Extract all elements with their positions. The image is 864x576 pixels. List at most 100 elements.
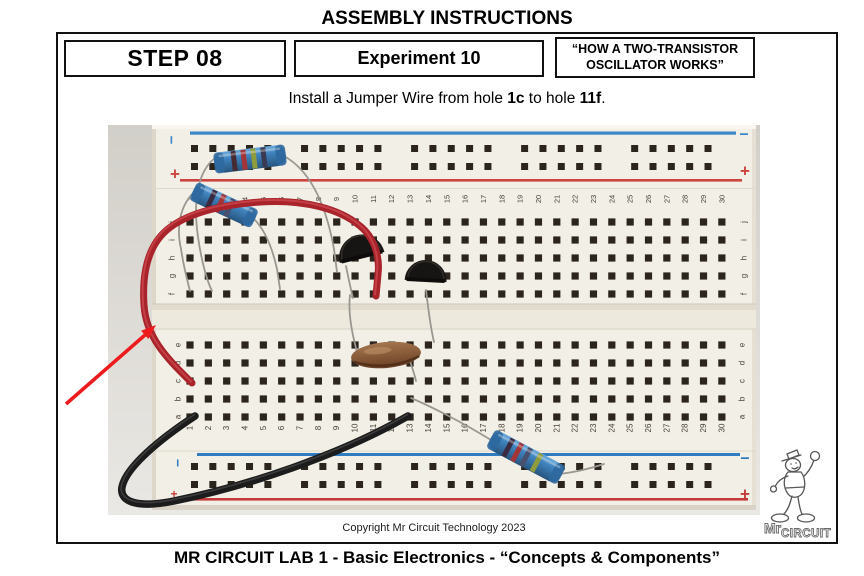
svg-text:+: + xyxy=(740,162,750,181)
svg-text:30: 30 xyxy=(717,195,726,203)
svg-text:18: 18 xyxy=(497,195,506,203)
svg-text:28: 28 xyxy=(681,423,690,432)
svg-text:f: f xyxy=(168,292,177,295)
svg-text:24: 24 xyxy=(607,195,616,203)
svg-text:−: − xyxy=(170,459,186,467)
footer-title: MR CIRCUIT LAB 1 - Basic Electronics - “… xyxy=(174,548,720,567)
svg-text:16: 16 xyxy=(461,423,470,432)
copyright-text: Copyright Mr Circuit Technology 2023 xyxy=(342,522,526,534)
svg-text:a: a xyxy=(738,414,747,419)
page-title: ASSEMBLY INSTRUCTIONS xyxy=(321,8,573,29)
breadboard-photo: −+−+−+−+11223344556677889910101111121213… xyxy=(108,125,760,515)
svg-text:9: 9 xyxy=(332,425,341,430)
svg-text:23: 23 xyxy=(589,423,598,432)
svg-text:26: 26 xyxy=(644,195,653,203)
svg-text:9: 9 xyxy=(332,197,341,201)
svg-text:−: − xyxy=(740,451,749,468)
svg-text:15: 15 xyxy=(442,195,451,203)
svg-text:27: 27 xyxy=(662,423,671,432)
svg-text:29: 29 xyxy=(699,423,708,432)
svg-text:18: 18 xyxy=(497,423,506,432)
svg-text:13: 13 xyxy=(406,195,415,203)
mascot-raised-arm xyxy=(801,459,815,479)
svg-text:+: + xyxy=(170,165,180,184)
svg-text:j: j xyxy=(740,221,749,224)
svg-text:3: 3 xyxy=(222,425,231,430)
svg-text:25: 25 xyxy=(626,195,635,203)
svg-text:25: 25 xyxy=(626,423,635,432)
svg-text:i: i xyxy=(168,239,177,241)
hole-to: 11f xyxy=(579,90,602,107)
svg-text:16: 16 xyxy=(461,195,470,203)
svg-text:4: 4 xyxy=(241,425,250,430)
svg-text:2: 2 xyxy=(204,425,213,430)
svg-text:8: 8 xyxy=(314,425,323,430)
svg-text:11: 11 xyxy=(369,423,378,432)
svg-text:12: 12 xyxy=(387,195,396,203)
svg-text:21: 21 xyxy=(552,195,561,203)
svg-text:23: 23 xyxy=(589,195,598,203)
svg-text:22: 22 xyxy=(571,195,580,203)
svg-text:10: 10 xyxy=(351,195,360,203)
svg-text:b: b xyxy=(738,396,747,401)
svg-text:i: i xyxy=(740,239,749,241)
svg-text:7: 7 xyxy=(296,197,305,201)
experiment-box: Experiment 10 xyxy=(294,40,544,77)
svg-text:24: 24 xyxy=(607,423,616,432)
svg-text:20: 20 xyxy=(534,423,543,432)
svg-text:10: 10 xyxy=(351,423,360,432)
svg-text:a: a xyxy=(174,414,183,419)
svg-text:h: h xyxy=(168,256,177,260)
svg-text:21: 21 xyxy=(552,423,561,432)
svg-text:c: c xyxy=(174,379,183,383)
svg-text:15: 15 xyxy=(442,423,451,432)
svg-text:29: 29 xyxy=(699,195,708,203)
topic-line2: OSCILLATOR WORKS” xyxy=(586,57,724,72)
svg-text:17: 17 xyxy=(479,195,488,203)
mascot-leg xyxy=(797,496,803,515)
mr-circuit-mascot: Mr CIRCUIT xyxy=(764,449,831,540)
svg-text:g: g xyxy=(740,274,749,278)
svg-text:h: h xyxy=(740,256,749,260)
experiment-topic-box: “HOW A TWO-TRANSISTOR OSCILLATOR WORKS” xyxy=(555,37,755,78)
mascot-left-arm xyxy=(774,475,789,488)
svg-text:14: 14 xyxy=(424,195,433,203)
svg-text:8: 8 xyxy=(314,197,323,201)
svg-text:19: 19 xyxy=(516,195,525,203)
svg-text:11: 11 xyxy=(369,195,378,203)
instruction-sheet-frame: STEP 08 Experiment 10 “HOW A TWO-TRANSIS… xyxy=(56,32,838,544)
svg-text:20: 20 xyxy=(534,195,543,203)
svg-text:d: d xyxy=(738,361,747,365)
svg-text:14: 14 xyxy=(424,423,433,432)
svg-text:6: 6 xyxy=(277,425,286,430)
mascot-head xyxy=(784,457,802,473)
svg-text:30: 30 xyxy=(717,423,726,432)
svg-text:d: d xyxy=(174,361,183,365)
instruction-suffix: . xyxy=(601,90,606,107)
step-number-box: STEP 08 xyxy=(64,40,286,77)
svg-text:27: 27 xyxy=(662,195,671,203)
svg-text:4: 4 xyxy=(241,197,250,201)
svg-text:g: g xyxy=(168,274,177,278)
step-number-label: STEP 08 xyxy=(127,45,223,71)
annotation-arrow xyxy=(64,325,156,406)
logo-circuit-text: CIRCUIT xyxy=(781,528,831,540)
svg-text:17: 17 xyxy=(479,423,488,432)
svg-text:26: 26 xyxy=(644,423,653,432)
svg-text:−: − xyxy=(163,136,180,145)
svg-text:13: 13 xyxy=(406,423,415,432)
svg-text:1: 1 xyxy=(186,425,195,430)
experiment-label: Experiment 10 xyxy=(357,48,481,68)
instruction-text: Install a Jumper Wire from hole 1c to ho… xyxy=(58,90,836,108)
instruction-prefix: Install a Jumper Wire from hole xyxy=(288,90,508,107)
svg-text:7: 7 xyxy=(296,425,305,430)
svg-text:b: b xyxy=(174,396,183,401)
logo-mr-text: Mr xyxy=(764,520,782,536)
svg-text:c: c xyxy=(738,379,747,383)
svg-text:19: 19 xyxy=(516,423,525,432)
svg-text:e: e xyxy=(738,342,747,347)
svg-text:−: − xyxy=(739,127,748,144)
svg-text:22: 22 xyxy=(571,423,580,432)
mascot-shoe xyxy=(796,513,816,523)
